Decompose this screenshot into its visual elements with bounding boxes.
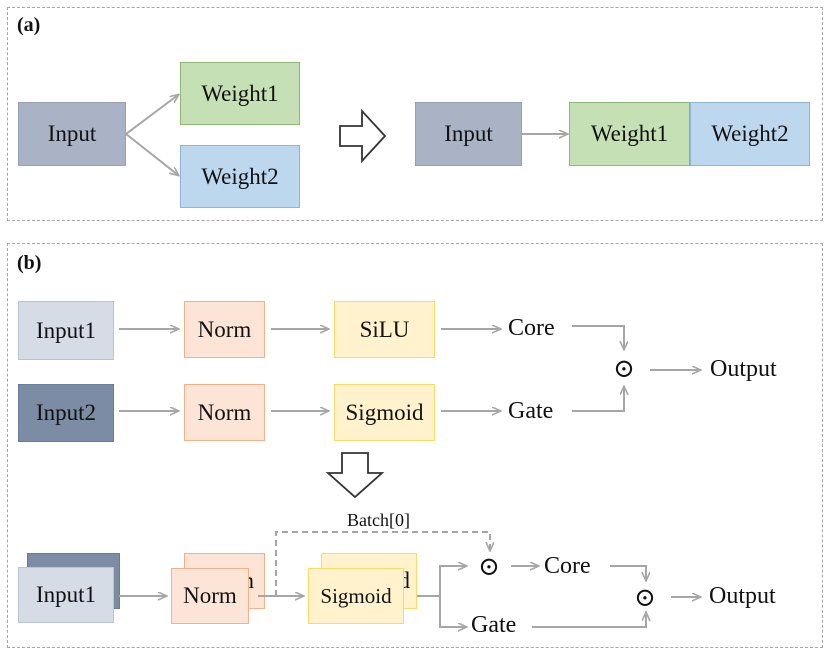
- silu-box: SiLU: [334, 301, 435, 358]
- merged-weight1-box: Weight1: [569, 102, 690, 166]
- input1-box: Input1: [18, 301, 114, 360]
- multiply-icon: ⊙: [613, 354, 635, 383]
- merged-weight2-box: Weight2: [690, 102, 810, 166]
- multiply-icon-batch: ⊙: [478, 552, 500, 581]
- batch-label: Batch[0]: [347, 510, 410, 530]
- gate-label: Gate: [508, 398, 554, 424]
- multiply-icon-output: ⊙: [634, 583, 656, 612]
- panel-b-label: (b): [17, 252, 42, 274]
- panel-a: [7, 7, 823, 221]
- sigmoid-box: Sigmoid: [334, 384, 435, 441]
- batch-output-label: Output: [709, 583, 776, 609]
- input2-box: Input2: [18, 384, 114, 442]
- stacked-input1-box: Input1: [18, 567, 114, 623]
- panel-a-label: (a): [17, 14, 41, 36]
- batch-gate-label: Gate: [471, 612, 517, 638]
- weight1-box: Weight1: [180, 62, 300, 125]
- stacked-sigmoid-box: Sigmoid: [308, 568, 404, 624]
- merged-input-box: Input: [415, 102, 522, 166]
- input-box: Input: [18, 102, 126, 166]
- norm-box-1: Norm: [184, 301, 265, 358]
- core-label: Core: [508, 315, 555, 341]
- weight2-box: Weight2: [180, 145, 300, 208]
- panel-b: [7, 243, 823, 648]
- norm-box-2: Norm: [184, 384, 265, 441]
- batch-core-label: Core: [544, 553, 591, 579]
- stacked-norm-box: Norm: [171, 568, 249, 624]
- output-label: Output: [710, 356, 777, 382]
